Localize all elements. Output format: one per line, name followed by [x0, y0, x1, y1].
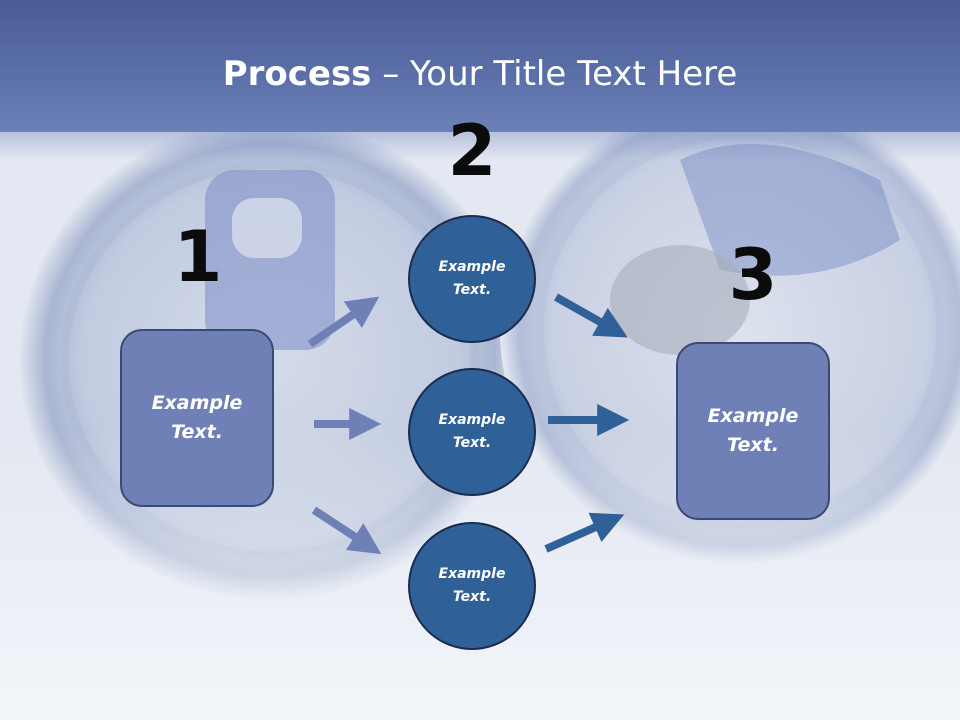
step-3-number: 3 — [728, 234, 778, 316]
arrow-top-to-right — [554, 293, 628, 338]
right-box-label: Example Text. — [707, 405, 799, 456]
arrow-left-to-bottom — [311, 506, 382, 555]
circle-middle-label: Example Text. — [438, 412, 506, 451]
title-rest: – Your Title Text Here — [371, 54, 738, 94]
arrow-left-to-top — [307, 296, 380, 348]
slide-title: Process – Your Title Text Here — [0, 52, 960, 96]
title-bar — [0, 0, 960, 132]
left-box: Example Text. — [120, 329, 274, 507]
circle-bottom-label: Example Text. — [438, 566, 506, 605]
left-box-label: Example Text. — [151, 392, 243, 443]
step-2-number: 2 — [447, 110, 497, 192]
title-bold: Process — [222, 54, 372, 94]
right-box: Example Text. — [676, 342, 830, 520]
title-bar-fade — [0, 120, 960, 160]
step-1-number: 1 — [173, 216, 223, 298]
circle-top: Example Text. — [408, 215, 536, 343]
arrow-bottom-to-right — [544, 512, 625, 553]
circle-bottom: Example Text. — [408, 522, 536, 650]
circle-top-label: Example Text. — [438, 259, 506, 298]
circle-middle: Example Text. — [408, 368, 536, 496]
